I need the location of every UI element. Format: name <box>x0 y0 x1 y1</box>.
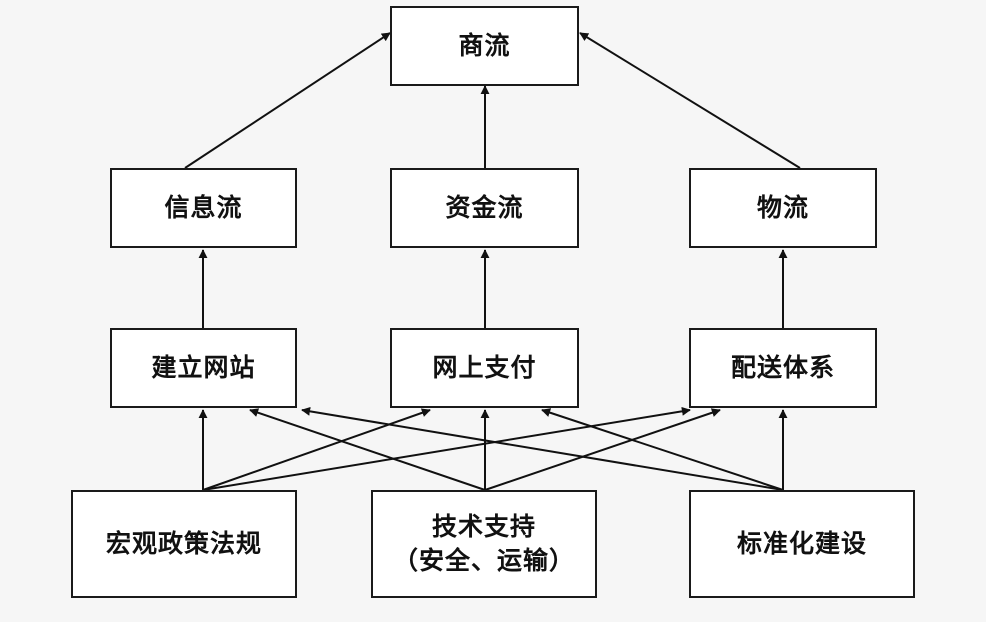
node-wuliu-label: 物流 <box>756 193 809 223</box>
edge-jishu-to-peisong <box>484 408 721 491</box>
node-wuliu: 物流 <box>689 168 877 248</box>
node-shangliu-label: 商流 <box>458 31 511 61</box>
node-biaozhunhua-jianshe: 标准化建设 <box>689 490 915 598</box>
node-jishu-zhichi-label-line1: 技术支持 <box>431 512 536 542</box>
edge-jishu-to-jianli <box>249 408 486 491</box>
node-zijinliu: 资金流 <box>390 168 579 248</box>
node-jianli-wangzhan: 建立网站 <box>110 328 297 408</box>
node-biaozhunhua-jianshe-label: 标准化建设 <box>736 529 867 559</box>
node-wangshang-zhifu: 网上支付 <box>390 328 579 408</box>
node-peisong-tixi: 配送体系 <box>689 328 877 408</box>
node-jishu-zhichi: 技术支持 （安全、运输） <box>371 490 597 598</box>
node-shangliu: 商流 <box>390 6 579 86</box>
node-xinxiliu: 信息流 <box>110 168 297 248</box>
node-hongguan-zhengce: 宏观政策法规 <box>71 490 297 598</box>
node-hongguan-zhengce-label: 宏观政策法规 <box>105 529 262 559</box>
node-jianli-wangzhan-label: 建立网站 <box>151 353 256 383</box>
node-jishu-zhichi-label-line2: （安全、运输） <box>392 546 575 575</box>
edge-hongguan-to-zhifu <box>202 408 431 491</box>
node-peisong-tixi-label: 配送体系 <box>730 353 835 383</box>
node-wangshang-zhifu-label: 网上支付 <box>432 353 537 383</box>
node-xinxiliu-label: 信息流 <box>164 193 243 223</box>
edge-wuliu-to-shangliu <box>579 32 801 169</box>
node-zijinliu-label: 资金流 <box>445 193 524 223</box>
edge-biaozhun-to-jianli <box>301 406 784 491</box>
edge-hongguan-to-peisong <box>202 406 691 491</box>
edge-xinxiliu-to-shangliu <box>184 32 391 169</box>
edge-biaozhun-to-zhifu <box>541 408 784 491</box>
